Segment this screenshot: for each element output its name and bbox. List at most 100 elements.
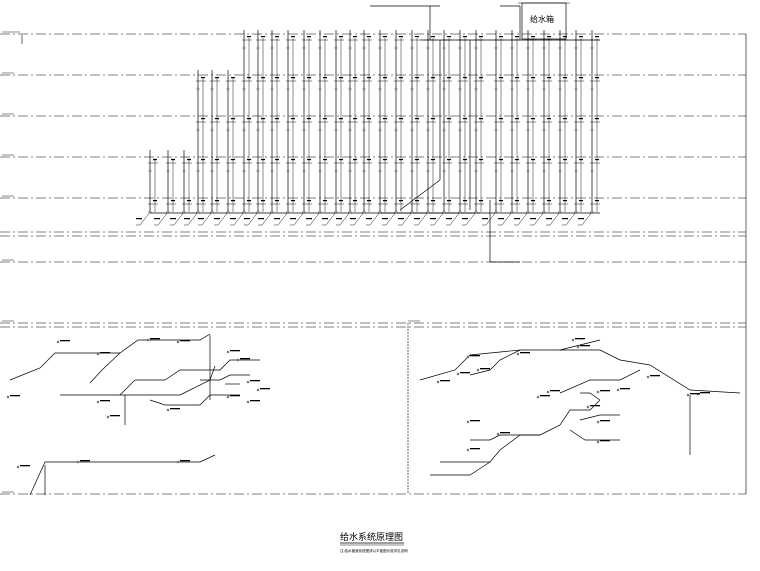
valve-symbol	[348, 210, 352, 214]
annotation-mark	[323, 200, 327, 202]
valve-symbol	[166, 408, 170, 412]
valve-symbol	[196, 210, 200, 214]
annotation-mark	[231, 77, 235, 79]
valve-symbol	[494, 169, 498, 173]
annotation-mark	[230, 395, 240, 397]
riser-foot	[198, 211, 213, 226]
valve-symbol	[270, 210, 274, 214]
valve-symbol	[362, 169, 366, 173]
riser-foot	[170, 211, 185, 226]
valve-symbol	[286, 128, 290, 132]
annotation-mark	[479, 200, 483, 202]
valve-symbol	[574, 210, 578, 214]
annotation-mark	[580, 345, 590, 347]
riser-foot	[306, 211, 321, 226]
annotation-mark	[261, 200, 265, 202]
valve-symbol	[558, 169, 562, 173]
annotation-mark	[482, 218, 488, 220]
annotation-mark	[590, 405, 600, 407]
riser-foot	[414, 211, 429, 226]
annotation-mark	[306, 218, 312, 220]
annotation-mark	[150, 338, 160, 340]
lower-left-network	[9, 333, 260, 496]
annotation-mark	[575, 338, 585, 340]
valve-symbol	[196, 169, 200, 173]
valve-symbol	[466, 448, 470, 452]
annotation-mark	[399, 118, 403, 120]
annotation-mark	[215, 77, 219, 79]
riser-foot	[290, 211, 305, 226]
riser-foot	[322, 211, 337, 226]
annotation-mark	[339, 200, 343, 202]
annotation-mark	[447, 36, 451, 38]
valve-symbol	[378, 46, 382, 50]
annotation-mark	[367, 36, 371, 38]
valve-symbol	[474, 87, 478, 91]
annotation-mark	[547, 36, 551, 38]
annotation-mark	[307, 77, 311, 79]
annotation-mark	[431, 77, 435, 79]
riser-foot	[546, 211, 561, 226]
valve-symbol	[558, 128, 562, 132]
annotation-mark	[447, 77, 451, 79]
valve-symbol	[256, 169, 260, 173]
valve-symbol	[318, 87, 322, 91]
annotation-mark	[20, 465, 30, 467]
valve-symbol	[226, 87, 230, 91]
valve-symbol	[286, 169, 290, 173]
valve-symbol	[302, 128, 306, 132]
valve-symbol	[426, 128, 430, 132]
annotation-mark	[499, 36, 503, 38]
riser-foot	[258, 211, 273, 226]
annotation-mark	[180, 460, 190, 462]
annotation-mark	[479, 77, 483, 79]
annotation-mark	[215, 200, 219, 202]
valve-symbol	[442, 46, 446, 50]
valve-symbol	[148, 169, 152, 173]
annotation-mark	[479, 118, 483, 120]
valve-symbol	[571, 338, 575, 342]
valve-symbol	[270, 46, 274, 50]
valve-symbol	[106, 415, 110, 419]
valve-symbol	[166, 210, 170, 214]
annotation-mark	[498, 218, 504, 220]
valve-symbol	[176, 460, 180, 464]
riser-foot	[136, 211, 151, 226]
annotation-mark	[415, 77, 419, 79]
annotation-mark	[500, 432, 510, 434]
valve-symbol	[494, 46, 498, 50]
annotation-mark	[447, 118, 451, 120]
annotation-mark	[447, 200, 451, 202]
valve-symbol	[526, 169, 530, 173]
annotation-mark	[460, 372, 470, 374]
valve-symbol	[426, 46, 430, 50]
annotation-mark	[579, 200, 583, 202]
annotation-mark	[415, 118, 419, 120]
valve-symbol	[542, 210, 546, 214]
valve-symbol	[242, 128, 246, 132]
valve-symbol	[334, 87, 338, 91]
valve-symbol	[226, 169, 230, 173]
annotation-mark	[620, 388, 630, 390]
valve-symbol	[426, 210, 430, 214]
valve-symbol	[6, 395, 10, 399]
valve-symbol	[270, 128, 274, 132]
annotation-mark	[515, 118, 519, 120]
valve-symbol	[318, 169, 322, 173]
annotation-mark	[462, 218, 468, 220]
annotation-mark	[540, 395, 550, 397]
valve-symbol	[494, 128, 498, 132]
valve-symbol	[542, 87, 546, 91]
valve-symbol	[646, 375, 650, 379]
valve-symbol	[348, 46, 352, 50]
annotation-mark	[275, 159, 279, 161]
annotation-mark	[531, 159, 535, 161]
valve-symbol	[348, 169, 352, 173]
valve-symbol	[318, 46, 322, 50]
annotation-mark	[215, 159, 219, 161]
valve-symbol	[590, 128, 594, 132]
valve-symbol	[16, 465, 20, 469]
valve-symbol	[526, 46, 530, 50]
valve-symbol	[458, 169, 462, 173]
riser-foot	[514, 211, 529, 226]
